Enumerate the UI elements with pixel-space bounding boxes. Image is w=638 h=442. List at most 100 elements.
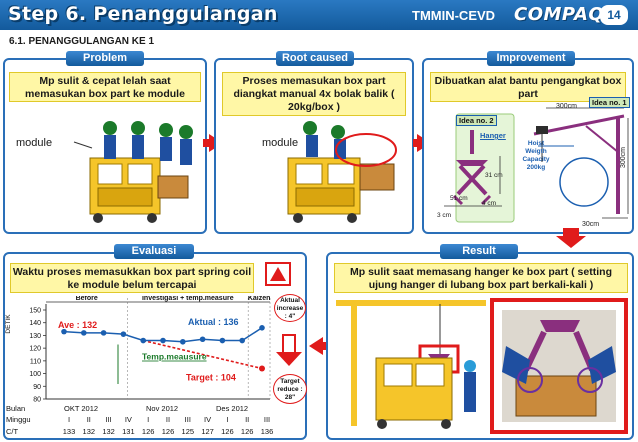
y-tick-label: 110	[30, 358, 41, 365]
ct-value: 133	[62, 427, 76, 436]
data-point	[81, 330, 87, 336]
ct-value: 126	[141, 427, 155, 436]
section-title: 6.1. PENANGGULANGAN KE 1	[9, 36, 155, 47]
phase-label: Before	[76, 296, 98, 302]
ct-value: 136	[260, 427, 274, 436]
page-title: Step 6. Penanggulangan	[8, 3, 278, 25]
flow-arrow-left	[309, 337, 323, 355]
target-annotation: Target : 104	[186, 372, 236, 382]
data-point	[199, 336, 206, 343]
ct-value: 132	[102, 427, 115, 436]
ct-row: C/T 133 132 132 131 126 126 125 127 126 126 136	[6, 427, 306, 437]
reduce-arrow-head	[276, 352, 302, 366]
dim-51cm: 51 cm	[450, 195, 468, 202]
evaluasi-tab: Evaluasi	[114, 244, 194, 259]
idea-1-label: Idea no. 1	[589, 97, 630, 108]
header-bar	[0, 0, 638, 30]
week-label: III	[184, 415, 191, 424]
ave-annotation: Ave : 132	[58, 320, 97, 330]
minggu-label: Minggu	[6, 415, 31, 424]
y-tick-label: 100	[29, 371, 41, 378]
y-tick-label: 150	[29, 308, 41, 315]
dim-30cm: 30cm	[582, 221, 600, 228]
data-point	[120, 331, 127, 337]
problem-text: Mp sulit & cepat lelah saat memasukan bo…	[9, 72, 201, 102]
dim-3cm: 3 cm	[437, 212, 452, 219]
target-reduce-callout: Target reduce : 28"	[273, 374, 307, 404]
month-des: Des 2012	[216, 404, 249, 413]
header-subtitle: TMMIN-CEVD	[412, 8, 496, 23]
data-point	[160, 337, 166, 344]
result-text: Mp sulit saat memasang hanger ke box par…	[334, 263, 628, 293]
reduce-arrow-icon	[282, 334, 296, 354]
improvement-tab: Improvement	[487, 51, 575, 66]
flow-arrow-1-stem	[203, 139, 211, 147]
ct-value: 126	[161, 427, 175, 436]
flow-arrow-down	[563, 228, 579, 238]
y-tick-label: 80	[33, 397, 41, 404]
phase-label: Investigasi + temp.measure	[142, 296, 234, 302]
ct-value: 132	[82, 427, 96, 436]
root-cause-illustration	[287, 121, 397, 223]
data-point	[140, 337, 146, 344]
y-tick-label: 130	[29, 333, 41, 340]
result-illustration	[336, 298, 628, 434]
warning-icon	[265, 262, 291, 286]
dim-300cm-side: 300cm	[620, 146, 627, 168]
week-label: II	[165, 415, 171, 424]
result-tab: Result	[440, 244, 518, 259]
ct-label: C/T	[6, 427, 19, 436]
month-nov: Nov 2012	[146, 404, 179, 413]
ct-value: 125	[181, 427, 195, 436]
y-tick-label: 90	[33, 384, 41, 391]
week-label: II	[245, 415, 250, 424]
ct-value: 127	[201, 427, 214, 436]
week-label: II	[86, 415, 91, 424]
data-point	[259, 325, 265, 331]
phase-label: Kaizen	[248, 296, 271, 302]
temp-annotation: Temp.meausure	[142, 352, 207, 362]
y-axis-label: DETIK	[5, 314, 12, 334]
ct-value: 131	[122, 427, 135, 436]
flow-arrow-2-stem	[413, 139, 419, 147]
week-label: III	[263, 415, 271, 424]
hanger-label: Hanger	[480, 131, 506, 140]
page-number: 14	[600, 5, 628, 25]
data-point	[239, 337, 245, 344]
week-label: I	[226, 415, 229, 424]
evaluasi-text: Waktu proses memasukkan box part spring …	[10, 263, 254, 293]
aktual-increase-callout: Aktual increase : 4"	[274, 294, 306, 322]
bulan-row: Bulan OKT 2012 Nov 2012 Des 2012	[6, 404, 306, 414]
data-point	[100, 330, 107, 336]
problem-module-label: module	[16, 137, 53, 149]
problem-tab: Problem	[66, 51, 144, 66]
week-label: I	[147, 415, 150, 424]
week-label: III	[105, 415, 112, 424]
problem-illustration	[73, 121, 193, 223]
root-cause-text: Proses memasukan box part diangkat manua…	[222, 72, 406, 116]
target-point	[259, 365, 265, 372]
ct-value: 126	[240, 427, 254, 436]
idea-2-label: Idea no. 2	[456, 115, 497, 126]
dim-31cm: 31 cm	[485, 172, 503, 179]
month-okt: OKT 2012	[64, 404, 99, 413]
dim-4cm: 4 cm	[482, 200, 497, 207]
week-label: IV	[204, 415, 212, 424]
aktual-annotation: Aktual : 136	[188, 317, 239, 327]
flow-arrow-left-stem	[322, 342, 328, 350]
dim-300cm-top: 300cm	[556, 103, 578, 110]
data-point	[219, 337, 226, 344]
root-cause-tab: Root caused	[276, 51, 354, 66]
brand-logo: COMPAQ	[514, 4, 605, 25]
hanger-diagram	[444, 107, 629, 223]
y-tick-label: 140	[29, 320, 41, 327]
ct-value: 126	[221, 427, 234, 436]
hoist-capacity-label: Hoist Weigth Capacity 200kg	[522, 140, 550, 171]
data-point	[180, 338, 186, 345]
flow-arrow-down-head	[556, 236, 586, 248]
week-label: IV	[124, 415, 132, 424]
root-cause-module-label: module	[262, 137, 299, 149]
y-tick-label: 120	[29, 346, 41, 353]
